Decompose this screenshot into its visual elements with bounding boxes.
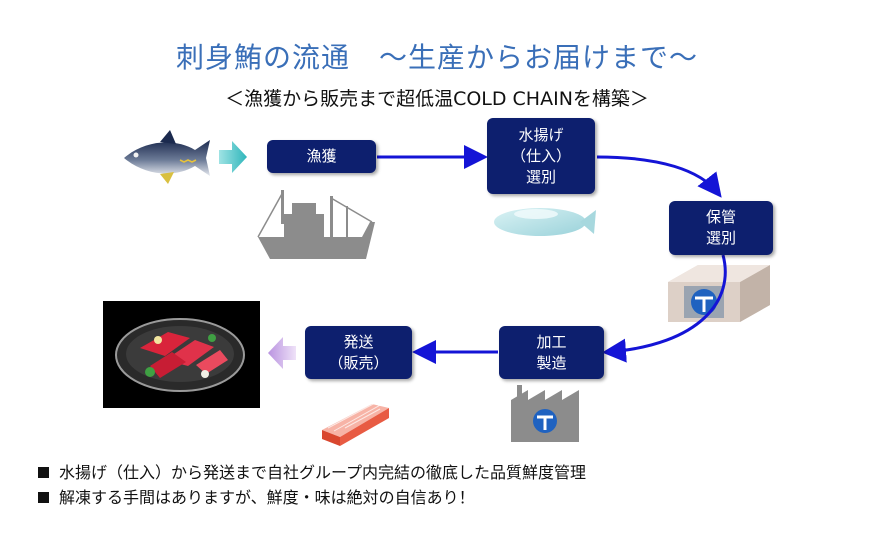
output-arrow-icon — [268, 337, 296, 369]
step-catch-box: 漁獲 — [267, 140, 376, 173]
tuna-icon — [124, 130, 210, 184]
step-shipping-label-2: （販売） — [328, 353, 389, 372]
cold-storage-building-icon — [668, 265, 770, 322]
step-landing-box: 水揚げ （仕入） 選別 — [487, 118, 595, 194]
step-storage-label-1: 保管 — [705, 208, 736, 226]
page-subtitle: ＜漁獲から販売まで超低温COLD CHAINを構築＞ — [225, 88, 649, 110]
note-text: 解凍する手間はありますが、鮮度・味は絶対の自信あり！ — [59, 488, 475, 507]
fishing-boat-icon — [257, 190, 375, 259]
bullet-square-icon — [38, 492, 49, 503]
step-shipping-box: 発送 （販売） — [305, 326, 412, 379]
bullet-square-icon — [38, 467, 49, 478]
notes-list: 水揚げ（仕入）から発送まで自社グループ内完結の徹底した品質鮮度管理 解凍する手間… — [38, 460, 586, 510]
step-storage-label-2: 選別 — [705, 229, 736, 247]
note-item: 解凍する手間はありますが、鮮度・味は絶対の自信あり！ — [38, 485, 586, 510]
page-title: 刺身鮪の流通 ～生産からお届けまで～ — [175, 41, 698, 74]
tuna-block-icon — [322, 401, 389, 446]
step-processing-label-2: 製造 — [536, 353, 567, 372]
arrow-landing-to-storage — [596, 155, 722, 198]
step-catch-label: 漁獲 — [306, 147, 337, 165]
step-processing-box: 加工 製造 — [499, 326, 604, 379]
frozen-tuna-icon — [494, 208, 596, 236]
step-shipping-label-1: 発送 — [343, 332, 374, 351]
step-storage-box: 保管 選別 — [669, 201, 773, 255]
note-item: 水揚げ（仕入）から発送まで自社グループ内完結の徹底した品質鮮度管理 — [38, 460, 586, 485]
input-arrow-icon — [219, 141, 247, 173]
factory-icon — [511, 385, 579, 442]
note-text: 水揚げ（仕入）から発送まで自社グループ内完結の徹底した品質鮮度管理 — [59, 463, 587, 482]
step-landing-label-1: 水揚げ — [518, 125, 564, 144]
step-landing-label-2: （仕入） — [510, 146, 571, 165]
step-processing-label-1: 加工 — [536, 332, 567, 351]
arrow-storage-to-processing — [602, 254, 727, 363]
step-landing-label-3: 選別 — [525, 167, 556, 186]
sashimi-plate-image — [103, 301, 260, 408]
